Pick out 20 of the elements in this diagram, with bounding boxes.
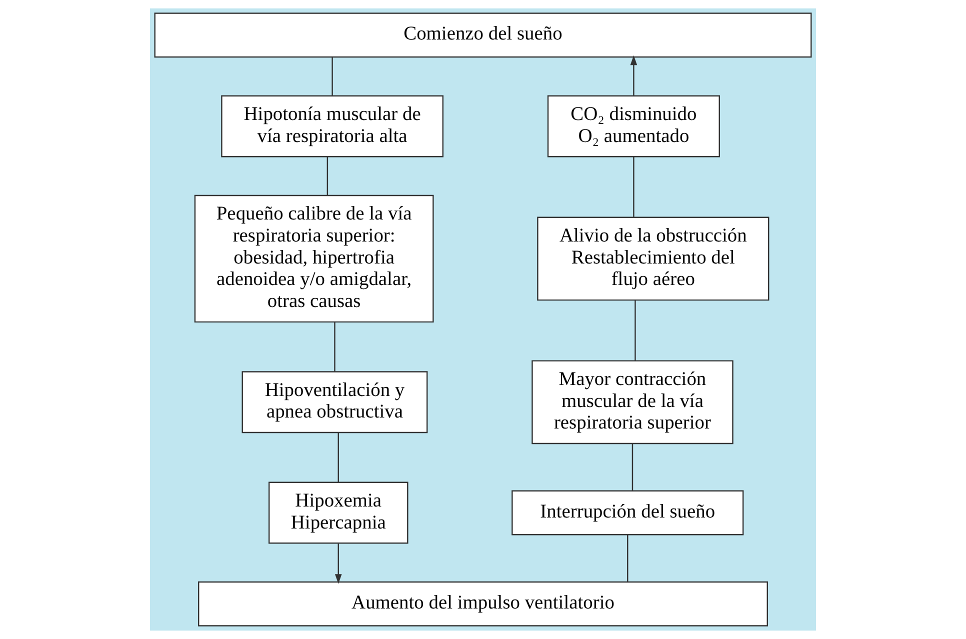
connector [627, 534, 628, 582]
node-box: Pequeño calibre de la vía respiratoria superior: obesidad, hipertrofia adenoidea y/o amigdalar, otras causas [194, 194, 434, 323]
connector [334, 322, 336, 372]
node-box: Hipoventilación y apnea obstructiva [242, 371, 428, 434]
node-box: Alivio de la obstrucción Restablecimiento del flujo aéreo [537, 216, 770, 301]
node-box: Aumento del impulso ventilatorio [198, 581, 768, 626]
node-box: Comienzo del sueño [154, 12, 812, 58]
connector [332, 57, 333, 96]
arrow [630, 55, 638, 96]
connector [326, 156, 328, 196]
node-box: Hipoxemia Hipercapnia [268, 482, 408, 544]
connector [634, 300, 636, 361]
connector [338, 432, 339, 482]
node-box: CO₂ disminuido O₂ aumentado [547, 95, 720, 158]
connector [632, 444, 634, 491]
node-box: Interrupción del sueño [512, 490, 744, 536]
node-box: Hipotonía muscular de vía respiratoria alta [221, 95, 444, 158]
arrow [334, 544, 342, 584]
node-box: Mayor contracción muscular de la vía respiratoria superior [532, 360, 734, 444]
connector [633, 156, 634, 217]
